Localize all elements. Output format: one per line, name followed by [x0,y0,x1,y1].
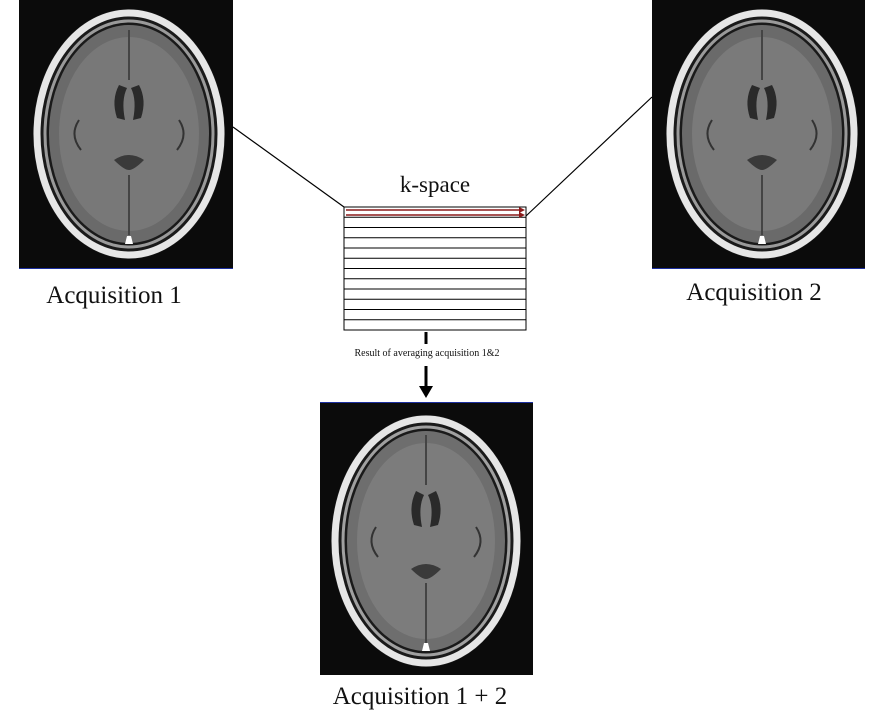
kspace-title: k-space [399,172,471,197]
down-arrow-icon [419,332,433,398]
kspace-grid [343,206,527,331]
mri-image-combined [320,402,533,675]
caption-combined: Acquisition 1 + 2 [332,683,508,710]
brain-scan-graphic [666,9,858,259]
caption-acquisition-2: Acquisition 2 [686,279,822,306]
brain-scan-graphic [33,9,225,259]
caption-acquisition-1: Acquisition 1 [46,282,182,309]
connector-line-acquisition-2 [525,96,653,217]
connector-line-acquisition-1 [232,126,345,208]
kspace-frame [343,206,527,331]
mri-image-acquisition-2 [652,0,865,269]
averaging-label: Result of averaging acquisition 1&2 [354,348,500,359]
kspace-row-arrowhead [519,212,525,218]
kspace-row-arrowhead [519,207,525,213]
mri-image-acquisition-1 [19,0,233,269]
brain-scan-graphic [331,415,521,667]
